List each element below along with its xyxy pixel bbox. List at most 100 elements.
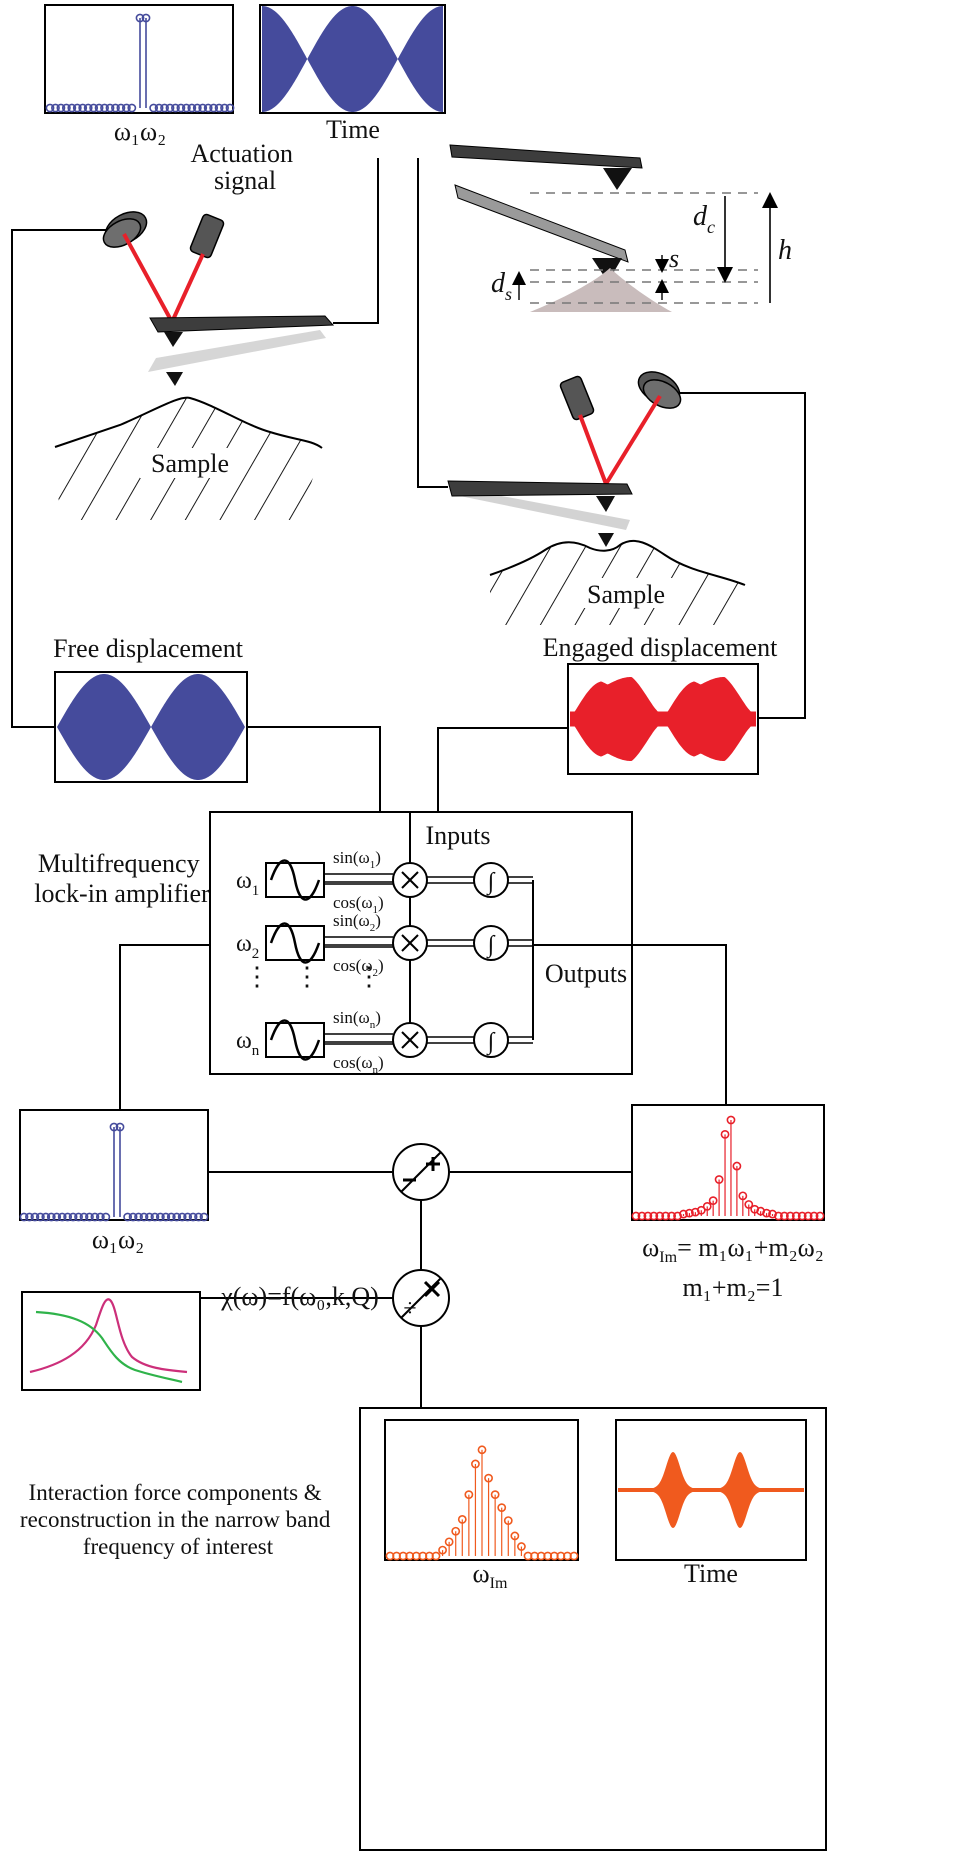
- svg-text:÷: ÷: [403, 1296, 416, 1322]
- wire-engaged-displacement-to-inputs: [437, 727, 568, 812]
- dots-omega: ⋮: [244, 962, 270, 991]
- spectrum-marker: [198, 103, 208, 113]
- spectrum-marker: [85, 1212, 94, 1222]
- cantilever-rest: [449, 144, 643, 169]
- intermod-marker: [497, 1503, 507, 1513]
- spectrum-marker: [176, 103, 186, 113]
- free-displacement-waveform: [57, 674, 245, 780]
- intermod-marker: [696, 1205, 706, 1215]
- spectrum-marker: [95, 1212, 105, 1222]
- intermod-marker: [457, 1515, 467, 1524]
- spectrum-marker: [63, 1212, 73, 1222]
- waveform-envelope: [57, 674, 245, 780]
- dots-trig: ⋮: [356, 962, 382, 991]
- spectrum-marker: [35, 1212, 45, 1222]
- actuation-signal-label: Actuation signal: [190, 139, 299, 195]
- s-label: s: [669, 244, 679, 273]
- intermod-marker: [490, 1490, 500, 1500]
- force-time-waveform: [618, 1452, 804, 1528]
- wire-detector-to-free-displacement: [11, 229, 110, 728]
- waveform-envelope: [262, 6, 443, 112]
- spectrum-marker: [25, 1212, 34, 1222]
- intermod-marker: [569, 1551, 579, 1561]
- intermod-marker: [702, 1202, 712, 1211]
- inputs-label: Inputs: [426, 821, 491, 850]
- spectrum-marker: [188, 1212, 198, 1222]
- spectrum-marker: [214, 103, 224, 113]
- cos-label: cos(ω2): [333, 956, 384, 979]
- m-sum-equation: m₁+m₂=1: [683, 1273, 784, 1302]
- tip-approach: [592, 258, 622, 282]
- intermod-marker: [438, 1545, 447, 1555]
- integral-symbol: ∫: [486, 869, 496, 896]
- time-axis-bottom-label: Time: [684, 1559, 738, 1588]
- wire-detector-to-engaged-displacement: [678, 392, 806, 719]
- lockin-title: Multifrequency lock-in amplifier: [34, 849, 210, 908]
- integral-symbol: ∫: [486, 1029, 496, 1056]
- spectrum-marker: [45, 103, 55, 113]
- spectrum-peak-marker: [141, 13, 151, 23]
- reference-spectrum-axis-label: ω₁ω₂: [92, 1225, 144, 1254]
- sample-left-surface: [54, 396, 323, 449]
- spectrum-marker: [30, 1212, 40, 1222]
- engaged-tip-deflected: [598, 533, 614, 547]
- intermod-marker: [655, 1211, 665, 1221]
- spectrum-marker: [127, 103, 137, 113]
- channel-frequency-label: ω2: [236, 931, 259, 962]
- wire-free-displacement-to-inputs: [247, 726, 381, 812]
- intermod-marker: [797, 1211, 807, 1221]
- spectrum-marker: [46, 1212, 56, 1222]
- spectrum-marker: [61, 103, 71, 113]
- spectrum-marker: [128, 1212, 138, 1222]
- intermod-marker: [464, 1490, 474, 1500]
- intermod-marker: [431, 1551, 441, 1561]
- spectrum-marker: [52, 1212, 62, 1222]
- cantilever-approach: [454, 184, 629, 263]
- intermod-marker: [679, 1209, 688, 1219]
- force-burst: [643, 1452, 703, 1528]
- spectrum-marker: [139, 1212, 149, 1222]
- reference-spectrum-plot: [19, 1122, 209, 1222]
- spectrum-marker: [145, 1212, 154, 1222]
- intermod-marker: [809, 1211, 819, 1221]
- spectrum-peak-marker: [109, 1122, 119, 1132]
- intermod-marker: [471, 1459, 480, 1469]
- spectrum-marker: [72, 103, 82, 113]
- intermod-marker: [774, 1211, 783, 1221]
- spectrum-marker: [111, 103, 120, 113]
- force-spectrum-plot: [385, 1445, 579, 1561]
- spectrum-marker: [123, 1212, 133, 1222]
- engaged-cantilever-setup: Sample: [447, 371, 746, 625]
- spectrum-marker: [166, 1212, 176, 1222]
- integral-circle-icon: [473, 925, 509, 961]
- d-c-label: dc: [693, 201, 715, 237]
- channel-frequency-label: ωn: [236, 1028, 260, 1059]
- laser-beam-right-reflected: [604, 394, 662, 486]
- outputs-label: Outputs: [545, 959, 627, 988]
- divide-operator: ÷: [392, 1269, 450, 1327]
- sine-wave-icon: [269, 859, 321, 901]
- spectrum-marker: [79, 1212, 89, 1222]
- intermod-marker: [738, 1191, 748, 1201]
- free-tip: [164, 332, 183, 347]
- wire-actuation-to-free-cantilever: [333, 158, 379, 324]
- spectrum-marker: [220, 103, 229, 113]
- spectrum-marker: [68, 1212, 78, 1222]
- spectrum-marker: [183, 1212, 193, 1222]
- spectrum-marker: [177, 1212, 187, 1222]
- free-cantilever-setup: Sample: [54, 211, 335, 520]
- signal-wires: [11, 158, 806, 1408]
- spectrum-marker: [209, 103, 219, 113]
- intermod-marker: [637, 1211, 647, 1221]
- engaged-displacement-panel: Engaged displacement: [543, 633, 778, 775]
- intermod-marker: [510, 1531, 520, 1541]
- sine-wave-icon: [269, 1019, 321, 1061]
- intermod-marker: [444, 1537, 454, 1547]
- free-tip-deflected: [166, 372, 183, 386]
- wire-actuation-to-engaged-cantilever: [417, 158, 448, 488]
- integral-circle-icon: [473, 862, 509, 898]
- spectrum-marker: [181, 103, 191, 113]
